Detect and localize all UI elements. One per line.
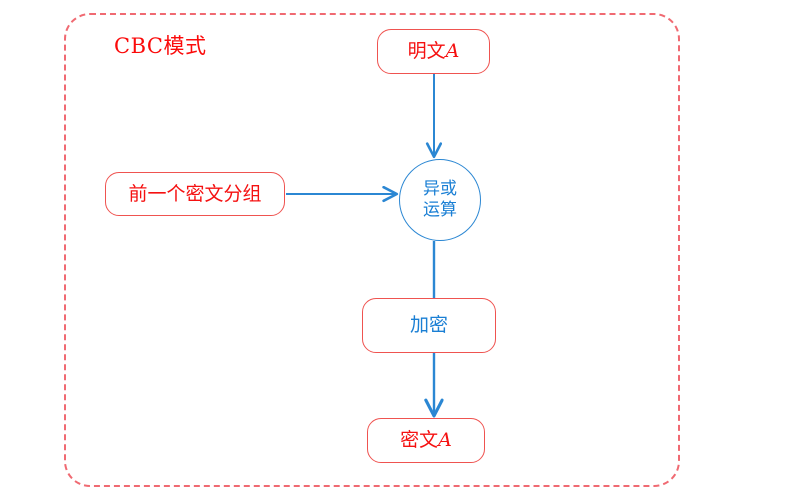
node-plaintext-sublabel: A [445,40,460,62]
node-ciphertext-label: 密文 [400,429,439,451]
node-xor-label-line2: 运算 [423,200,457,220]
node-xor-label-line1: 异或 [423,178,457,199]
node-prev-cipher-block[interactable]: 前一个密文分组 [105,172,285,216]
node-plaintext-label: 明文 [407,40,446,62]
node-encrypt[interactable]: 加密 [362,298,496,353]
cbc-mode-container [64,13,680,487]
diagram-title: CBC模式 [114,34,207,58]
node-xor-operation[interactable]: 异或 运算 [399,159,481,241]
node-prev-cipher-block-label: 前一个密文分组 [128,182,262,205]
node-encrypt-label: 加密 [409,314,448,336]
node-ciphertext-sublabel: A [438,429,452,451]
